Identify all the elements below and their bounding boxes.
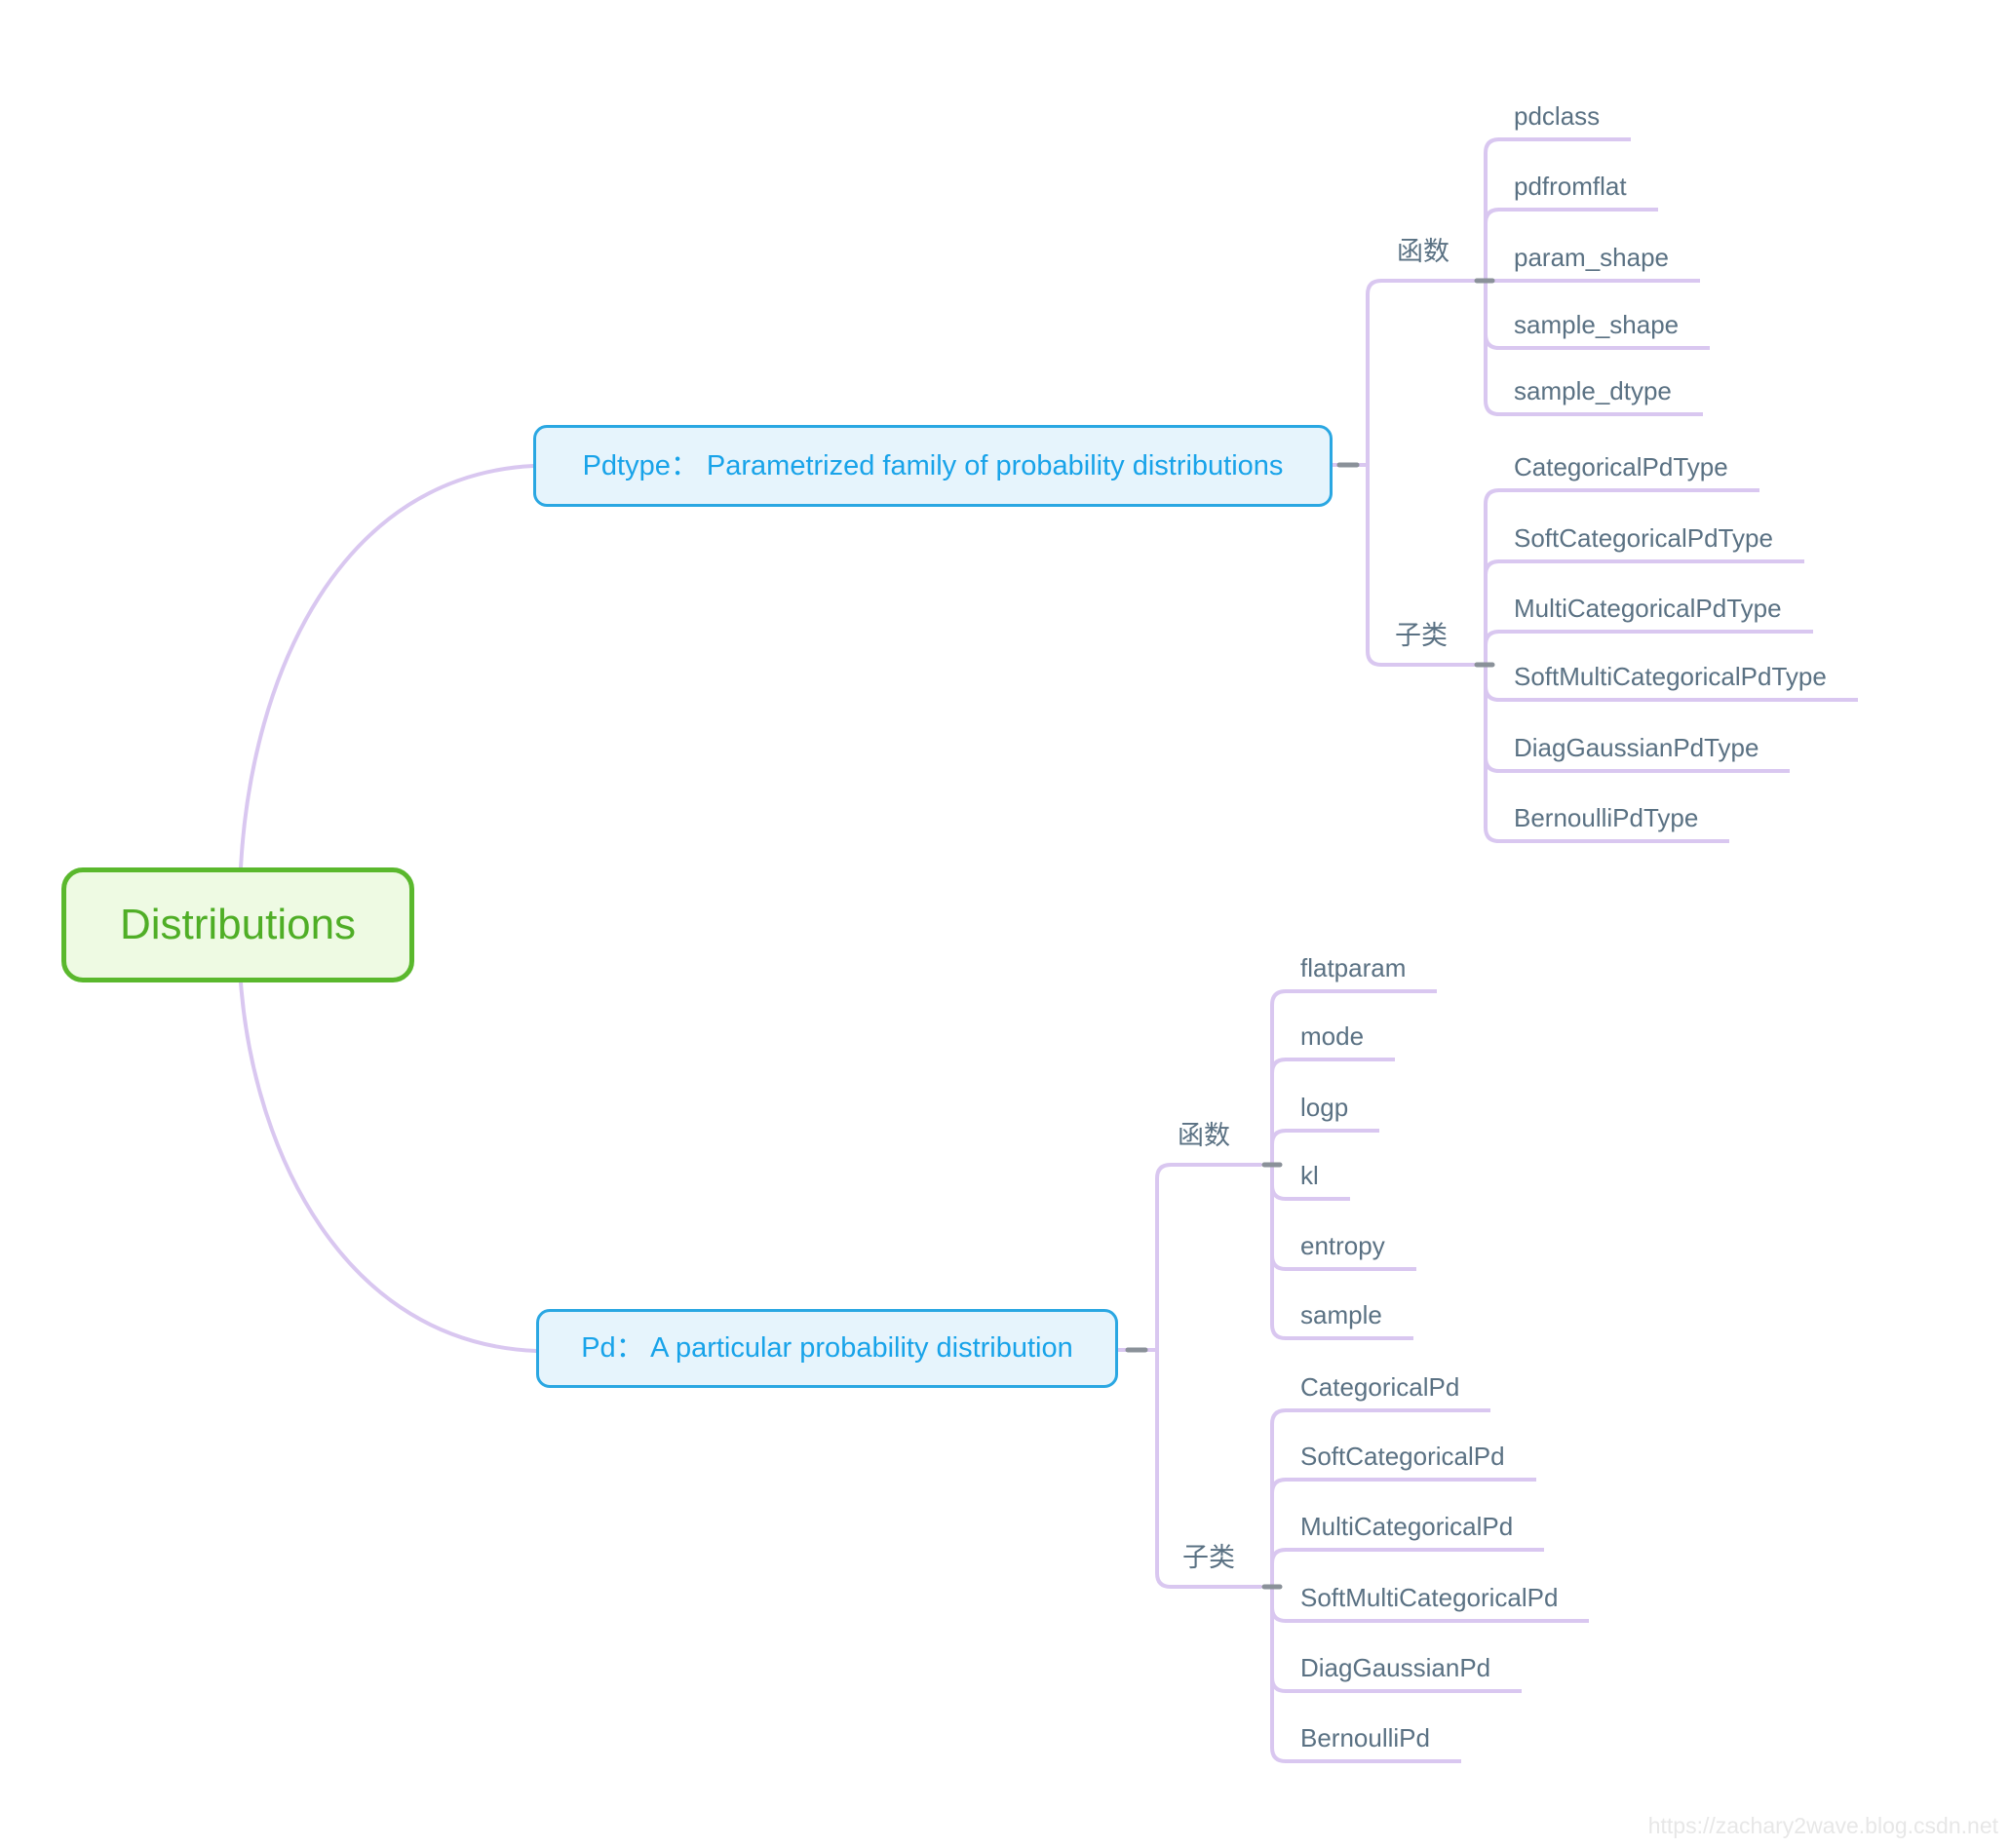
connector-softmulticategoricalpdtype: [1484, 663, 1501, 702]
topic-diaggaussianpdtype[interactable]: DiagGaussianPdType: [1498, 727, 1791, 773]
watermark-url: https://zachary2wave.blog.csdn.net: [1647, 1813, 1998, 1838]
topic-bernoullipd[interactable]: BernoulliPd: [1285, 1717, 1461, 1763]
connector-pdclass: [1484, 137, 1501, 283]
connector-flatparam: [1270, 989, 1288, 1167]
topic-softcategoricalpd[interactable]: SoftCategoricalPd: [1285, 1436, 1536, 1482]
topic-bernoullipdtype[interactable]: BernoulliPdType: [1498, 797, 1730, 843]
connector-softcategoricalpd: [1270, 1478, 1288, 1589]
group-label-pd-subclasses[interactable]: 子类: [1182, 1543, 1235, 1572]
connector-pdfromflat: [1484, 208, 1501, 283]
connector-diaggaussianpd: [1270, 1585, 1288, 1693]
topic-entropy[interactable]: entropy: [1285, 1225, 1416, 1271]
connector-logp: [1270, 1129, 1288, 1167]
connector-kl: [1270, 1163, 1288, 1201]
topic-softmulticategoricalpd[interactable]: SoftMultiCategoricalPd: [1285, 1577, 1590, 1623]
connector-softcategoricalpdtype: [1484, 559, 1501, 667]
topic-categoricalpdtype[interactable]: CategoricalPdType: [1498, 446, 1759, 492]
topic-multicategoricalpd[interactable]: MultiCategoricalPd: [1285, 1506, 1545, 1552]
connector-sample: [1270, 1163, 1288, 1340]
connector-entropy: [1270, 1163, 1288, 1271]
topic-pdtype[interactable]: Pdtype： Parametrized family of probabili…: [533, 425, 1333, 507]
group-label-pdtype-functions[interactable]: 函数: [1397, 237, 1450, 266]
connector-sample-shape: [1484, 279, 1501, 350]
topic-kl[interactable]: kl: [1285, 1155, 1350, 1201]
topic-multicategoricalpdtype[interactable]: MultiCategoricalPdType: [1498, 588, 1813, 634]
connector-softmulticategoricalpd: [1270, 1585, 1288, 1623]
topic-logp[interactable]: logp: [1285, 1087, 1380, 1133]
topic-mode[interactable]: mode: [1285, 1016, 1396, 1061]
topic-softmulticategoricalpdtype[interactable]: SoftMultiCategoricalPdType: [1498, 656, 1858, 702]
connector-categoricalpd: [1270, 1408, 1288, 1589]
group-label-pd-functions[interactable]: 函数: [1178, 1121, 1230, 1150]
topic-sample[interactable]: sample: [1285, 1294, 1413, 1340]
bracket-pdtype: [1366, 279, 1476, 667]
connector-mode: [1270, 1058, 1288, 1167]
connector-bernoullipd: [1270, 1585, 1288, 1763]
connector-diaggaussianpdtype: [1484, 663, 1501, 773]
branch-curve-root-pd: [239, 981, 538, 1353]
topic-flatparam[interactable]: flatparam: [1285, 947, 1438, 993]
topic-softcategoricalpdtype[interactable]: SoftCategoricalPdType: [1498, 518, 1804, 563]
topic-param-shape[interactable]: param_shape: [1498, 237, 1700, 283]
connector-categoricalpdtype: [1484, 488, 1501, 667]
branch-curve-root-pdtype: [239, 464, 535, 869]
topic-pd[interactable]: Pd： A particular probability distributio…: [536, 1309, 1118, 1388]
connector-multicategoricalpdtype: [1484, 630, 1501, 667]
bracket-pd: [1155, 1163, 1262, 1589]
connector-multicategoricalpd: [1270, 1548, 1288, 1589]
connector-bernoullipdtype: [1484, 663, 1501, 843]
topic-diaggaussianpd[interactable]: DiagGaussianPd: [1285, 1647, 1523, 1693]
root-topic-distributions[interactable]: Distributions: [61, 867, 414, 982]
topic-sample-dtype[interactable]: sample_dtype: [1498, 370, 1703, 416]
topic-pdfromflat[interactable]: pdfromflat: [1498, 166, 1658, 212]
topic-categoricalpd[interactable]: CategoricalPd: [1285, 1367, 1491, 1412]
group-label-pdtype-subclasses[interactable]: 子类: [1395, 621, 1448, 650]
connector-sample-dtype: [1484, 279, 1501, 416]
topic-sample-shape[interactable]: sample_shape: [1498, 304, 1711, 350]
topic-pdclass[interactable]: pdclass: [1498, 96, 1632, 141]
